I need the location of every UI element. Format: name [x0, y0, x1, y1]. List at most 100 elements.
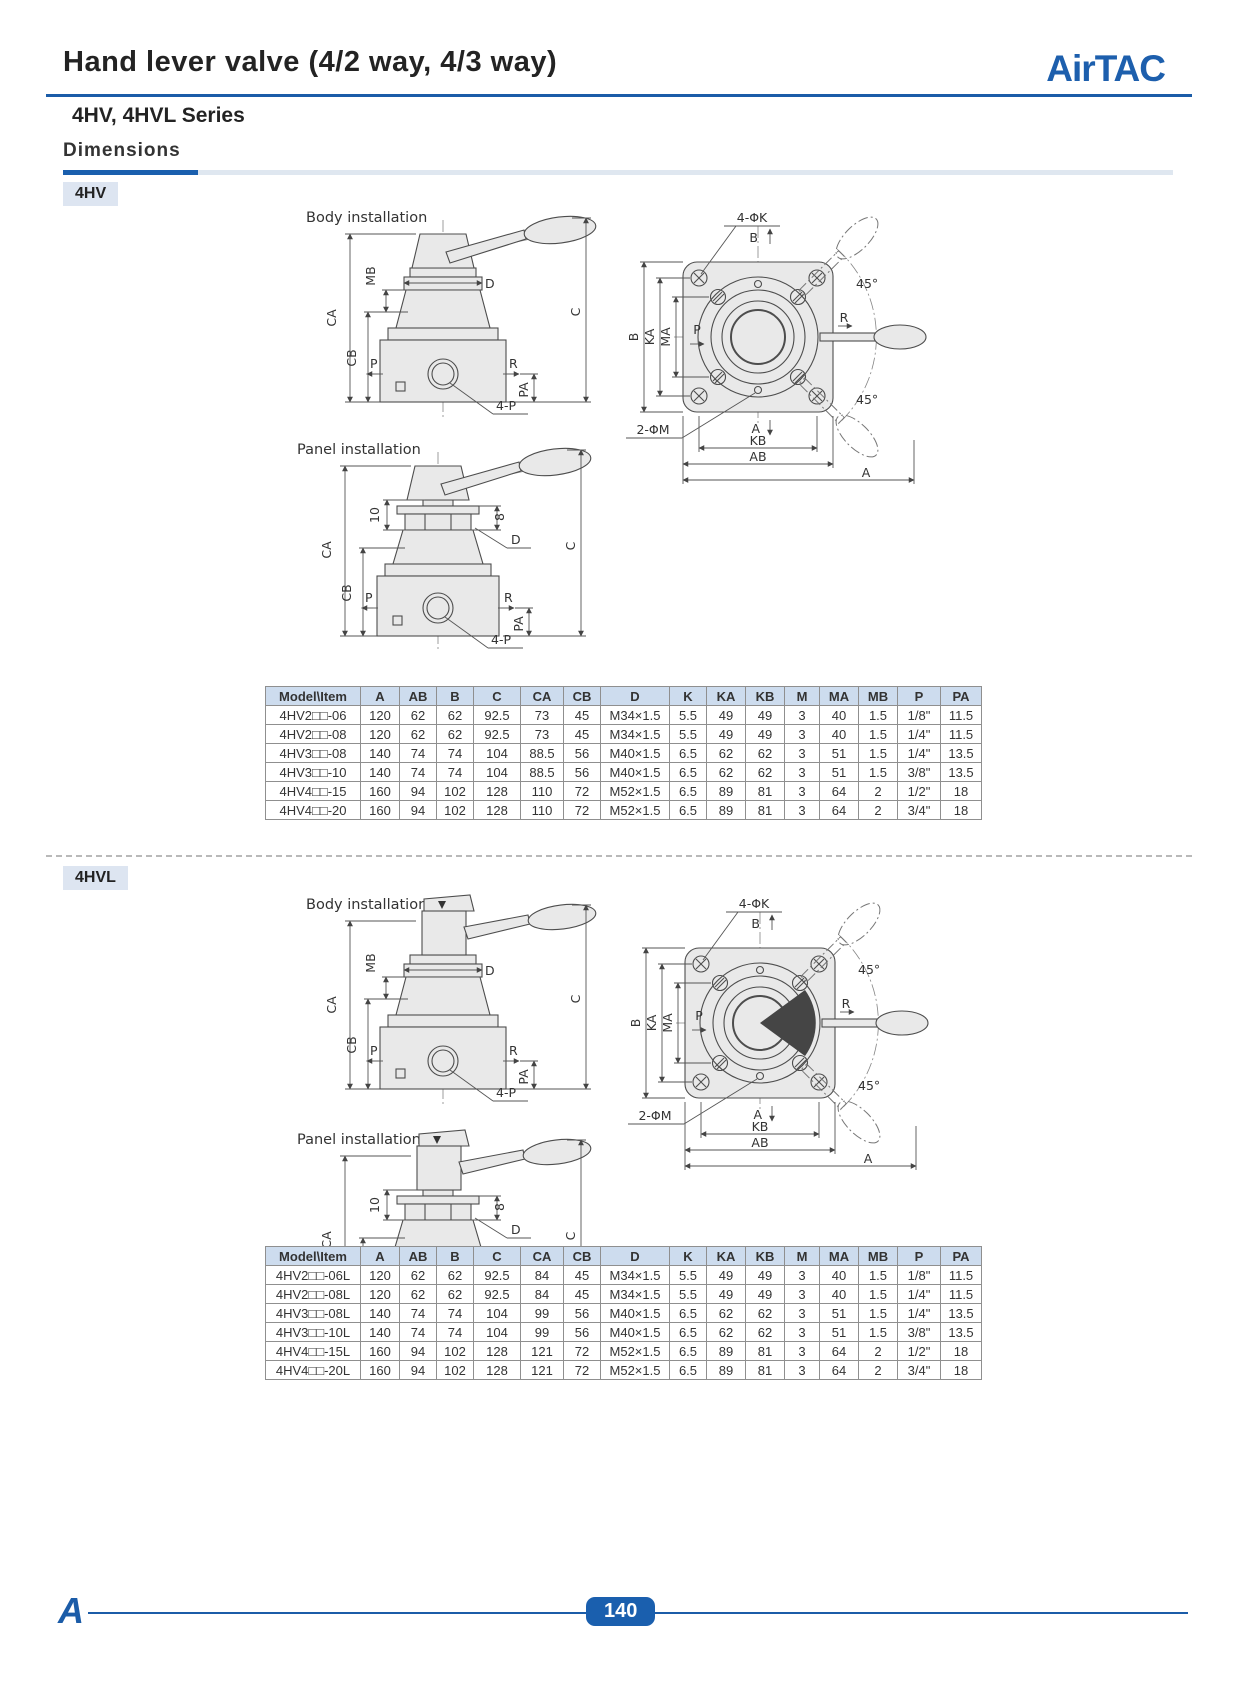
value-cell: 6.5	[669, 781, 707, 801]
value-cell: 49	[706, 1265, 746, 1285]
value-cell: 51	[819, 1303, 859, 1323]
column-header: MA	[819, 686, 859, 706]
hand-lever	[411, 212, 598, 269]
value-cell: 49	[745, 1265, 785, 1285]
column-header: MB	[858, 686, 898, 706]
value-cell: 13.5	[940, 1322, 982, 1342]
dim-label-kb: KB	[752, 1119, 769, 1134]
value-cell: 94	[399, 1360, 437, 1380]
dim-label-b-top: B	[751, 916, 760, 931]
hand-lever-locking	[416, 1129, 593, 1191]
value-cell: 2	[858, 781, 898, 801]
value-cell: 3	[784, 1265, 820, 1285]
column-header: PA	[940, 686, 982, 706]
value-cell: 56	[563, 1322, 601, 1342]
dimensions-heading: Dimensions	[63, 140, 181, 161]
dim-label-ka: KA	[644, 1014, 659, 1031]
dim-label-45-lower: 45°	[856, 392, 878, 407]
column-header: MB	[858, 1246, 898, 1266]
value-cell: 62	[399, 724, 437, 744]
column-header: C	[473, 1246, 521, 1266]
value-cell: 1.5	[858, 762, 898, 782]
value-cell: 74	[436, 1322, 474, 1342]
value-cell: M34×1.5	[600, 705, 670, 725]
value-cell: 3/8"	[897, 762, 941, 782]
value-cell: 49	[745, 1284, 785, 1304]
column-header: A	[360, 1246, 400, 1266]
value-cell: 140	[360, 762, 400, 782]
column-header: MA	[819, 1246, 859, 1266]
value-cell: 62	[745, 1322, 785, 1342]
value-cell: 62	[399, 705, 437, 725]
column-header: K	[669, 1246, 707, 1266]
column-header: D	[600, 686, 670, 706]
hv-body-installation-diagram: Body installation CA CB MB D P R PA 4-P …	[306, 210, 598, 419]
dim-label-d: D	[511, 532, 521, 547]
value-cell: 3	[784, 1360, 820, 1380]
dim-label-10: 10	[367, 507, 382, 523]
value-cell: 104	[473, 1303, 521, 1323]
value-cell: 13.5	[940, 743, 982, 763]
dim-label-2phim: 2-ΦM	[638, 1108, 671, 1123]
value-cell: 1.5	[858, 724, 898, 744]
value-cell: 84	[520, 1265, 564, 1285]
value-cell: 6.5	[669, 1303, 707, 1323]
value-cell: 62	[399, 1284, 437, 1304]
value-cell: 56	[563, 1303, 601, 1323]
hv-top-view-diagram: 4-ΦK B 45° R P 45° B KA MA A KB AB A 2-Φ…	[598, 209, 927, 492]
value-cell: 72	[563, 1341, 601, 1361]
column-header: B	[436, 1246, 474, 1266]
value-cell: 40	[819, 1265, 859, 1285]
value-cell: 5.5	[669, 1265, 707, 1285]
value-cell: 121	[520, 1360, 564, 1380]
value-cell: 81	[745, 800, 785, 820]
value-cell: 99	[520, 1303, 564, 1323]
dim-label-r: R	[840, 310, 849, 325]
value-cell: 160	[360, 800, 400, 820]
dim-label-4phik: 4-ΦK	[739, 896, 770, 911]
value-cell: 102	[436, 1360, 474, 1380]
value-cell: 56	[563, 762, 601, 782]
column-header: CA	[520, 1246, 564, 1266]
value-cell: 62	[436, 705, 474, 725]
value-cell: 89	[706, 1341, 746, 1361]
value-cell: 64	[819, 1360, 859, 1380]
value-cell: 40	[819, 705, 859, 725]
value-cell: 18	[940, 1360, 982, 1380]
dim-label-8: 8	[492, 1203, 507, 1211]
value-cell: 74	[436, 762, 474, 782]
value-cell: 49	[706, 705, 746, 725]
hvl-body-installation-diagram: Body installation CA CB MB D P R PA 4-P …	[306, 894, 598, 1106]
dim-label-4p: 4-P	[491, 632, 511, 647]
value-cell: M40×1.5	[600, 743, 670, 763]
value-cell: 81	[745, 1341, 785, 1361]
value-cell: 2	[858, 1360, 898, 1380]
value-cell: 3/4"	[897, 1360, 941, 1380]
value-cell: 3/4"	[897, 800, 941, 820]
model-cell: 4HV3□□-10L	[265, 1322, 361, 1342]
value-cell: 88.5	[520, 743, 564, 763]
value-cell: 74	[399, 1303, 437, 1323]
value-cell: 74	[399, 1322, 437, 1342]
dim-label-ca: CA	[324, 309, 339, 327]
value-cell: 92.5	[473, 724, 521, 744]
dim-label-d: D	[511, 1222, 521, 1237]
airtac-logo: AirTAC	[1046, 48, 1166, 89]
value-cell: 72	[563, 1360, 601, 1380]
value-cell: 3	[784, 800, 820, 820]
value-cell: M52×1.5	[600, 781, 670, 801]
dim-label-ab: AB	[749, 449, 766, 464]
value-cell: 110	[520, 781, 564, 801]
value-cell: 51	[819, 743, 859, 763]
value-cell: 3	[784, 1303, 820, 1323]
value-cell: 1/4"	[897, 724, 941, 744]
